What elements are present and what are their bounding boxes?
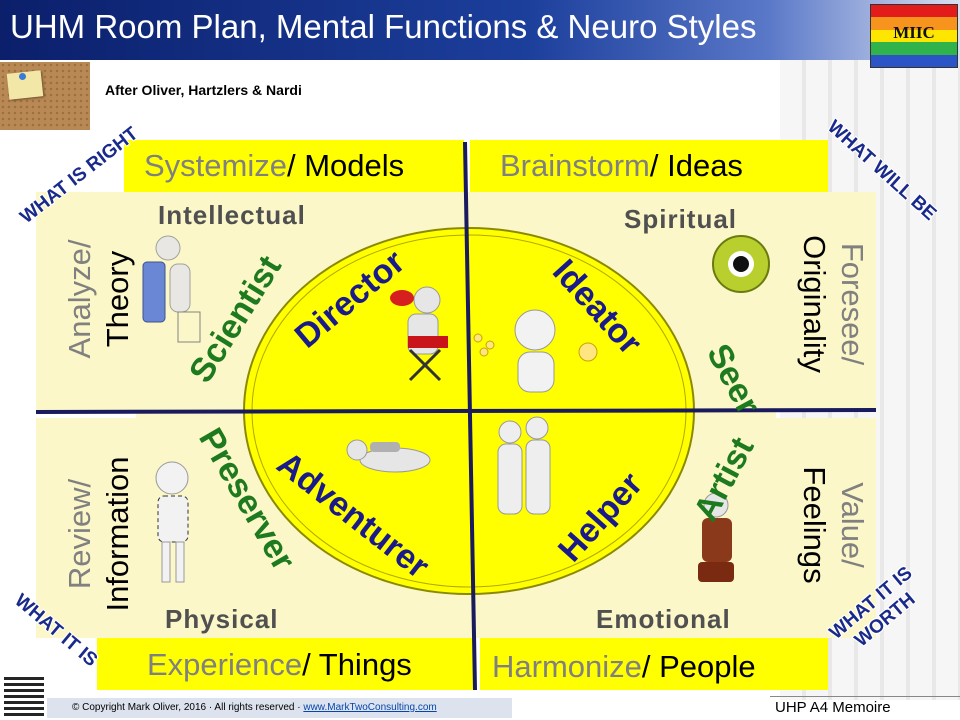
eye-icon-figure (712, 235, 770, 293)
bar-label-grey: Harmonize (492, 649, 642, 684)
title-banner (0, 0, 960, 60)
artist-figure (698, 492, 734, 582)
bar-top-left (124, 140, 464, 192)
logo-text: MIIC (893, 23, 935, 42)
horizontal-axis (35, 408, 877, 414)
logo-stripe (871, 5, 957, 18)
logo-stripe (871, 17, 957, 30)
bar-label-black: / Models (286, 148, 405, 183)
quadrant-physical: Physical (165, 604, 279, 634)
side-label-foresee: Foresee/ (835, 242, 870, 366)
side-foresee-originality: Originality Foresee/ (782, 220, 872, 390)
vertical-axis (463, 141, 477, 691)
footer-bar (47, 698, 512, 718)
side-review-information: Review/ Information (42, 440, 135, 620)
copyright-text: © Copyright Mark Oliver, 2016 · All righ… (72, 702, 437, 713)
bar-label-grey: Experience (147, 647, 303, 682)
bar-text-systemize: Systemize/ Models (144, 148, 404, 184)
side-label-value: Value/ (835, 482, 870, 568)
logo-stripe (871, 54, 957, 67)
side-label-grey: Review/ (61, 434, 99, 634)
side-label-black: Information (99, 434, 137, 634)
logo-stripe (871, 29, 957, 43)
side-label-black: Feelings (795, 445, 833, 605)
side-label-review: Review/ (62, 478, 97, 590)
subtitle: After Oliver, Hartzlers & Nardi (105, 82, 302, 98)
adventurer-figure (346, 439, 431, 473)
quadrant-emotional: Emotional (596, 604, 731, 634)
bar-text-brainstorm: Brainstorm/ Ideas (500, 148, 743, 184)
corkboard-image (0, 62, 90, 130)
pushpin-icon (19, 73, 26, 80)
side-label-information: Information (100, 456, 135, 612)
bar-label-grey: Systemize (144, 148, 287, 183)
qr-code-icon (4, 676, 44, 716)
side-label-black: Originality (795, 214, 833, 394)
panel-left-bottom (36, 418, 136, 638)
bar-text-experience: Experience/ Things (147, 647, 412, 683)
bar-label-black: / Things (302, 647, 412, 682)
bar-text-harmonize: Harmonize/ People (492, 649, 756, 685)
panel-right-top (776, 192, 876, 410)
side-value-feelings: Feelings Value/ (782, 450, 872, 600)
helper-figure (497, 416, 551, 515)
side-label-analyze: Analyze/ (62, 239, 97, 359)
side-label-originality: Originality (797, 235, 832, 373)
website-link[interactable]: www.MarkTwoConsulting.com (303, 702, 437, 713)
quadrant-intellectual: Intellectual (158, 200, 306, 230)
logo-stripe (871, 42, 957, 55)
panel-right-bottom (776, 418, 876, 638)
side-label-theory: Theory (100, 250, 135, 348)
bar-label-grey: Brainstorm (500, 148, 650, 183)
side-label-grey: Value/ (833, 445, 871, 605)
quadrant-spiritual: Spiritual (624, 204, 738, 234)
bar-label-black: / People (641, 649, 756, 684)
side-analyze-theory: Analyze/ Theory (42, 219, 135, 380)
ideator-figure (473, 309, 598, 393)
copyright-label: © Copyright Mark Oliver, 2016 · All righ… (72, 702, 304, 713)
preserver-figure (155, 461, 189, 583)
bar-bottom-left (97, 638, 474, 690)
bar-label-black: / Ideas (649, 148, 743, 183)
scientist-figure (142, 235, 201, 343)
miic-logo: MIIC (870, 4, 958, 68)
bar-top-right (470, 140, 828, 192)
memoire-label: UHP A4 Memoire (775, 699, 891, 716)
side-label-grey: Analyze/ (61, 219, 99, 379)
side-label-grey: Foresee/ (833, 214, 871, 394)
side-label-black: Theory (99, 219, 137, 379)
panel-left-top (36, 192, 136, 410)
footer-divider (770, 696, 960, 697)
page-title: UHM Room Plan, Mental Functions & Neuro … (10, 8, 757, 45)
director-figure (390, 286, 448, 382)
bar-bottom-right (480, 638, 828, 690)
side-label-feelings: Feelings (797, 466, 832, 584)
